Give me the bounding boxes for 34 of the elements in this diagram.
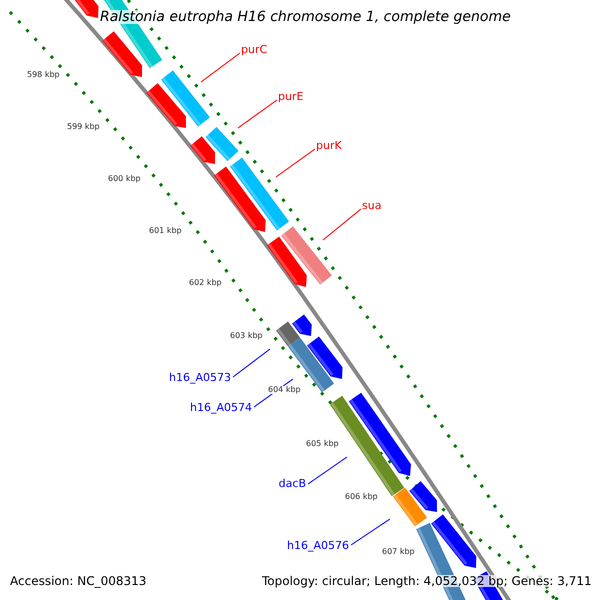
leader-line [322, 208, 362, 240]
tick-label: 603 kbp [230, 332, 263, 340]
leader-line [308, 456, 348, 484]
tick-label: 607 kbp [382, 548, 415, 556]
title: Ralstonia eutropha H16 chromosome 1, complete genome [100, 10, 511, 24]
gene-bar [161, 70, 210, 127]
tick-label: 602 kbp [189, 279, 222, 287]
gene-label: purC [241, 44, 268, 55]
gene-label: purK [316, 140, 342, 151]
leader-line [200, 52, 240, 82]
tick-label: 598 kbp [27, 71, 60, 79]
tick-label: 604 kbp [268, 386, 301, 394]
gene-bar [205, 126, 239, 162]
tick-label: 600 kbp [108, 175, 141, 183]
gene-label: purE [278, 91, 304, 102]
leader-line [276, 148, 316, 178]
gene-label: dacB [278, 478, 306, 489]
tick-label: 605 kbp [306, 440, 339, 448]
gene-label: sua [362, 200, 382, 211]
gene-bar [288, 338, 334, 392]
info-text: Accession: NC_008313 [10, 575, 146, 587]
gene-label: h16_A0573 [169, 372, 231, 383]
gene-label: h16_A0576 [287, 540, 349, 551]
leader-line [238, 100, 278, 128]
gene-bar [230, 158, 290, 230]
gene-label: h16_A0574 [190, 402, 252, 413]
tick-label: 599 kbp [67, 123, 100, 131]
gene-bar [281, 226, 332, 285]
leader-line [350, 518, 390, 546]
gene-bar [276, 322, 300, 346]
tick-label: 601 kbp [149, 227, 182, 235]
gene-bar [392, 488, 428, 526]
leader-line [232, 348, 270, 378]
tick-label: 606 kbp [345, 493, 378, 501]
